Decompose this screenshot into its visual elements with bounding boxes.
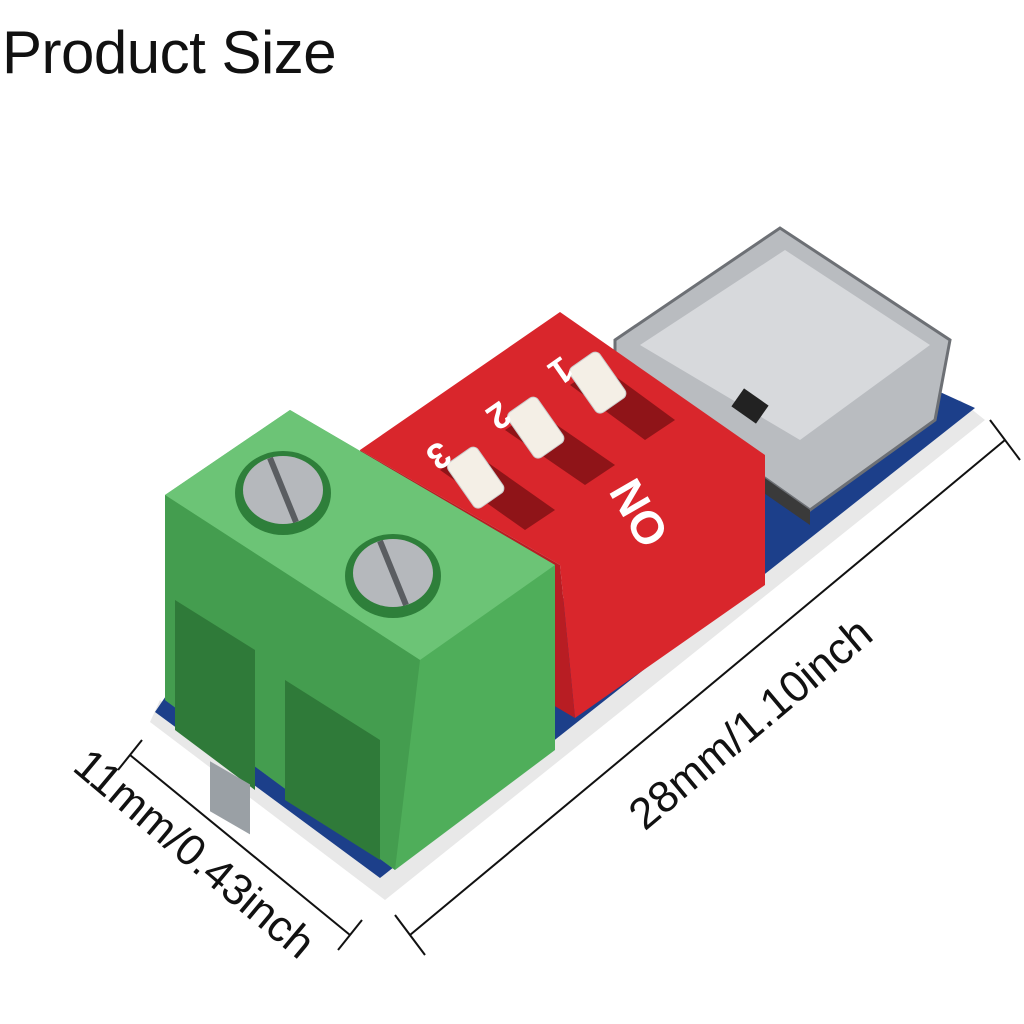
width-dimension: [117, 739, 363, 951]
screw-terminal-block: [165, 410, 555, 870]
dip-toggle-2[interactable]: [505, 395, 566, 461]
screw-2: [345, 534, 441, 618]
screw-1: [235, 451, 331, 535]
dip-toggle-1[interactable]: [567, 350, 628, 416]
length-dimension: [394, 419, 1021, 956]
page-title: Product Size: [2, 19, 337, 86]
dip-toggle-3[interactable]: [445, 445, 506, 511]
